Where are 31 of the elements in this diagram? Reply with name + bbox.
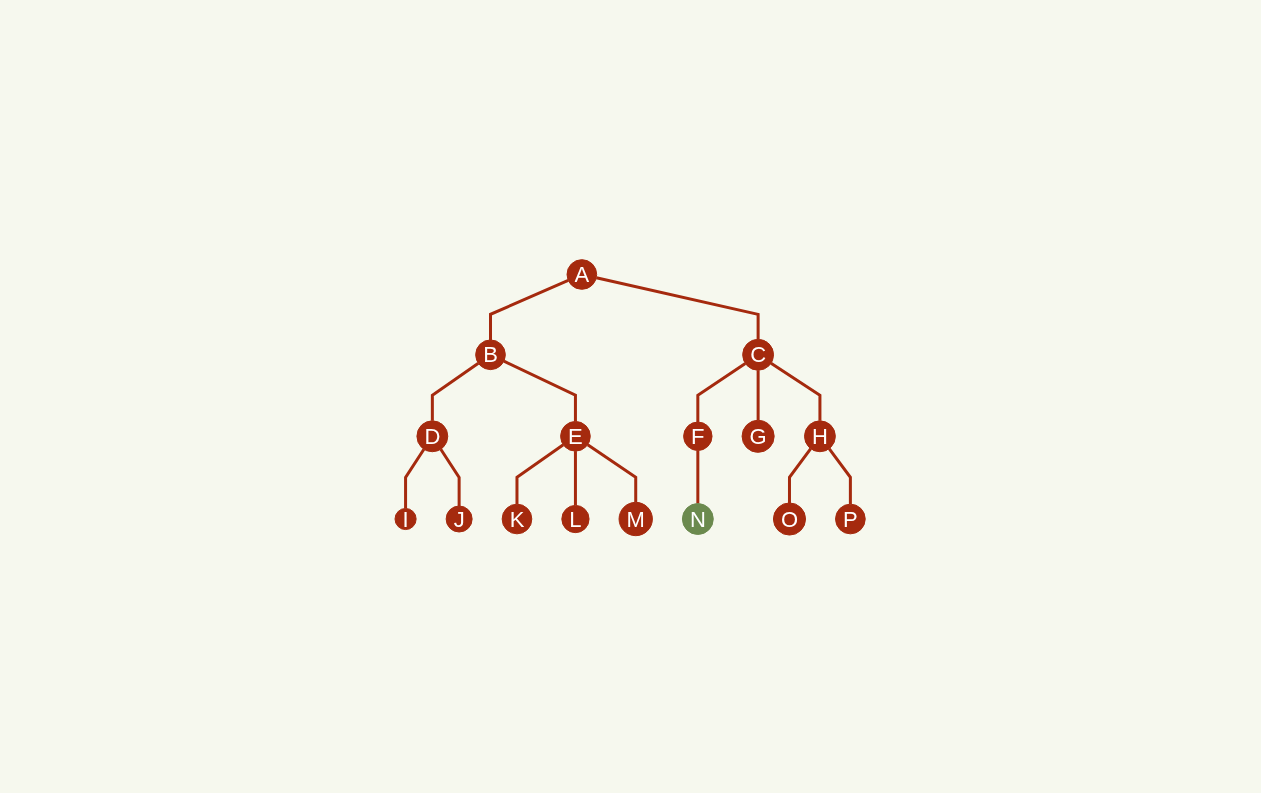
connector (489, 278, 570, 340)
node-circle: O (773, 502, 807, 536)
node-circle: C (742, 338, 775, 371)
node-circle: K (502, 503, 533, 534)
connector (574, 450, 578, 506)
connector (770, 361, 822, 421)
connector (503, 359, 578, 422)
node-circle: B (475, 339, 507, 370)
connector (828, 447, 853, 504)
node-circle: I (394, 507, 417, 530)
node-circle: N (682, 502, 715, 535)
node-circle: J (446, 505, 473, 533)
node-circle: A (566, 258, 598, 290)
connector (788, 447, 813, 503)
connector (757, 369, 760, 420)
node-circle: H (804, 420, 837, 452)
connector (696, 361, 747, 422)
connector (587, 443, 638, 502)
node-circle: G (741, 419, 776, 453)
node-circle: D (416, 420, 449, 452)
connector (515, 443, 565, 504)
connector (696, 450, 700, 504)
node-circle: M (618, 501, 654, 536)
node-circle: P (835, 503, 867, 534)
connector (431, 361, 480, 421)
connector (596, 275, 760, 339)
node-circle: E (560, 420, 592, 452)
node-circle: F (683, 421, 713, 451)
connector (439, 448, 461, 506)
node-circle: L (561, 504, 590, 533)
connector (404, 448, 426, 509)
